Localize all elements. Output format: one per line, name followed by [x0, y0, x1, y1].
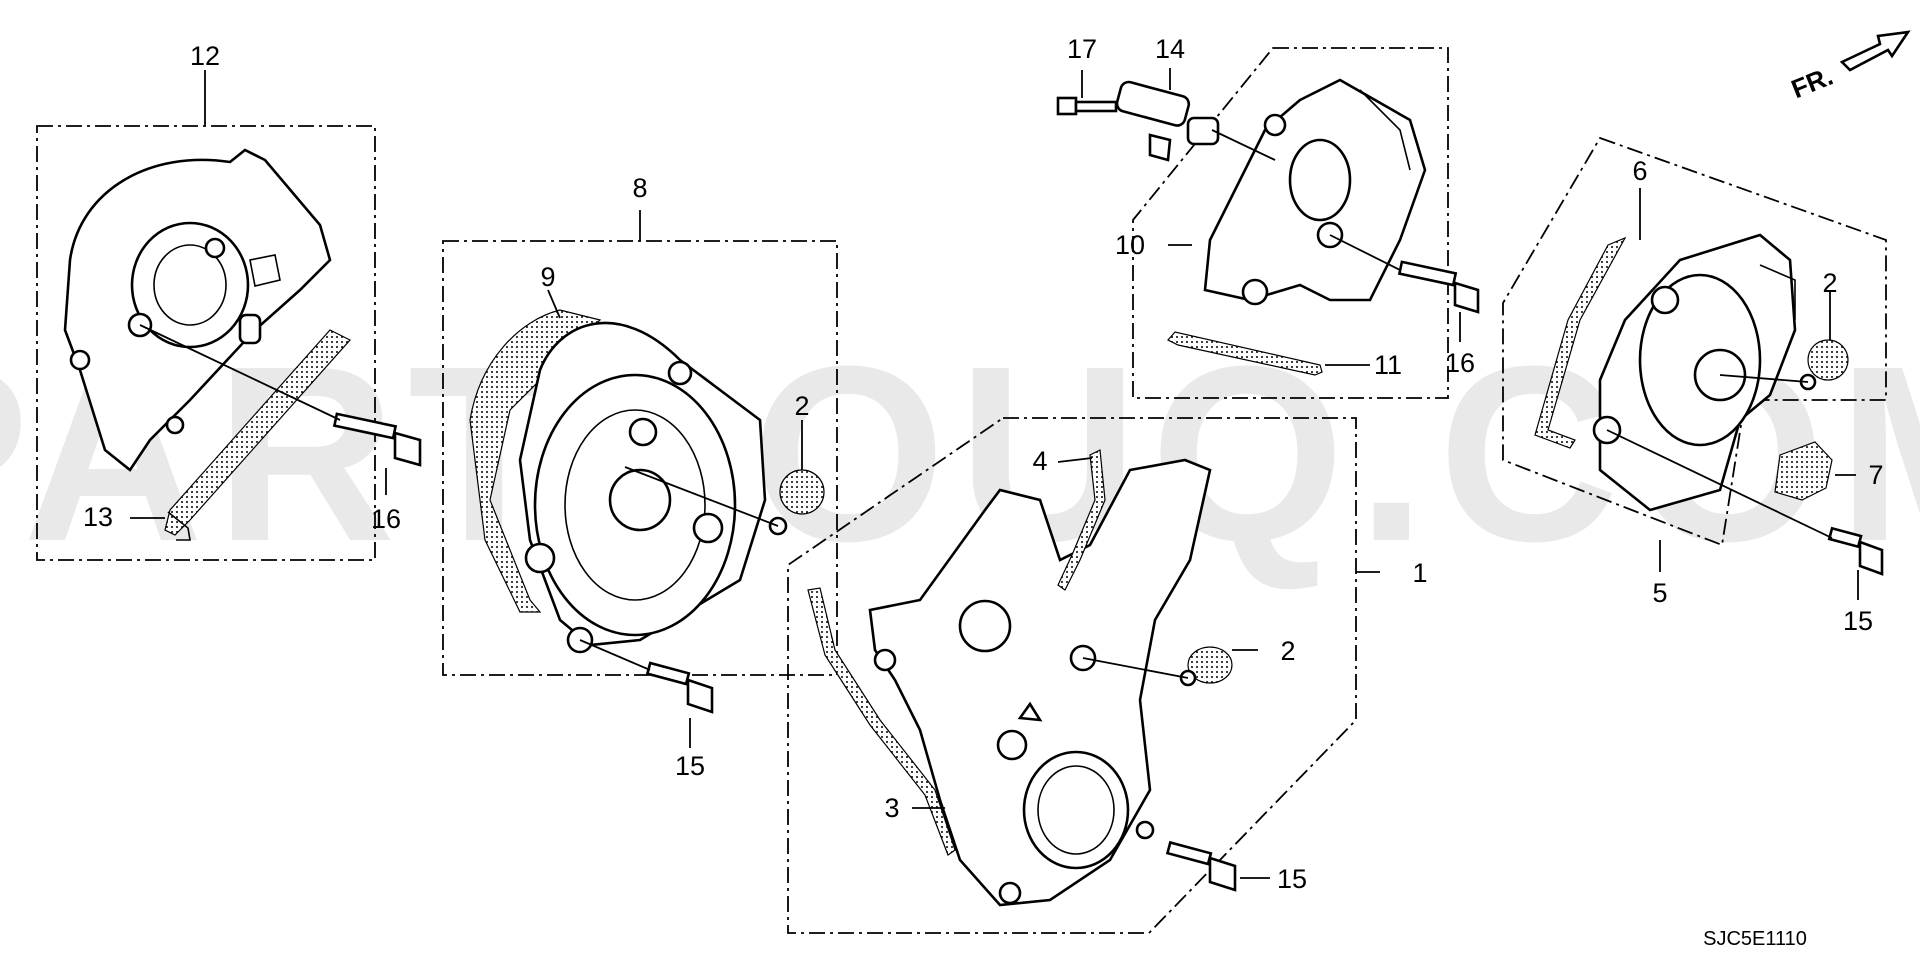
gasket-part-11[interactable]	[1167, 331, 1323, 376]
callout-7: 7	[1868, 460, 1883, 490]
leader-lines	[130, 68, 1859, 879]
callout-9: 9	[540, 262, 555, 292]
callout-15-middle: 15	[675, 751, 705, 781]
diagram-code: SJC5E1110	[1703, 928, 1807, 950]
callout-14: 14	[1155, 34, 1185, 64]
callout-1: 1	[1412, 558, 1427, 588]
gasket-part-4[interactable]	[1057, 449, 1106, 591]
callout-5: 5	[1652, 578, 1667, 608]
middle-cover-part-9[interactable]	[469, 309, 602, 613]
callout-12: 12	[190, 41, 220, 71]
lower-cover-part-1[interactable]	[868, 458, 1212, 907]
callout-17: 17	[1067, 34, 1097, 64]
callout-2-middle: 2	[794, 391, 809, 421]
callout-4: 4	[1032, 446, 1047, 476]
front-direction-indicator: FR.	[1787, 30, 1911, 105]
callout-15-right: 15	[1843, 606, 1873, 636]
front-label: FR.	[1787, 61, 1837, 105]
upper-back-cover-part-12[interactable]	[63, 148, 332, 472]
callout-2-right: 2	[1822, 268, 1837, 298]
callout-6: 6	[1632, 156, 1647, 186]
group-box-10	[1132, 47, 1449, 399]
bolt-part-17[interactable]	[1056, 96, 1118, 116]
gasket-part-6[interactable]	[1534, 236, 1627, 449]
callout-11: 11	[1374, 350, 1402, 380]
group-box-12	[36, 125, 376, 561]
bolt-part-16-left[interactable]	[332, 412, 422, 467]
callout-10: 10	[1115, 230, 1145, 260]
callout-3: 3	[884, 793, 899, 823]
back-plate-part-10[interactable]	[1203, 78, 1427, 306]
callout-13: 13	[83, 502, 113, 532]
callout-16-upper: 16	[1445, 348, 1475, 378]
group-box-1	[787, 417, 1357, 934]
bolt-part-15-bottom[interactable]	[1165, 840, 1237, 892]
gasket-part-3[interactable]	[807, 587, 956, 856]
grommet-part-2-bottom[interactable]	[1179, 646, 1233, 687]
callout-16-left: 16	[371, 504, 401, 534]
seal-part-13[interactable]	[164, 329, 351, 541]
front-arrow-icon	[1839, 30, 1911, 72]
callout-15-bottom: 15	[1277, 864, 1307, 894]
sensor-part-14[interactable]	[1115, 80, 1220, 162]
upper-front-cover-part-5[interactable]	[1592, 233, 1797, 512]
bolt-part-16-upper[interactable]	[1397, 260, 1480, 314]
cover-cap-part-7[interactable]	[1774, 441, 1833, 501]
middle-cover-assy-part-8[interactable]	[518, 321, 767, 654]
group-box-5	[1502, 136, 1887, 547]
callout-8: 8	[632, 173, 647, 203]
callout-2-bottom: 2	[1280, 636, 1295, 666]
bolt-part-15-middle[interactable]	[645, 661, 714, 714]
bolt-part-15-right[interactable]	[1827, 526, 1884, 576]
